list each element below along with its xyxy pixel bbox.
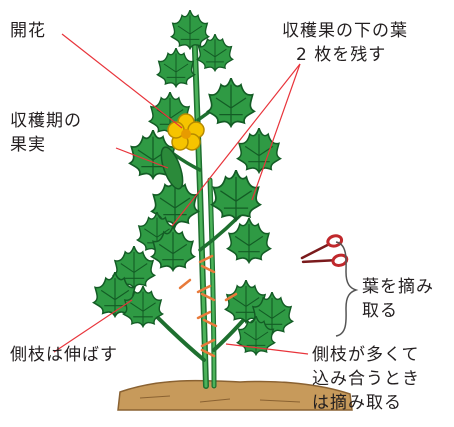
label-side-branch-grow: 側枝は伸ばす	[10, 345, 118, 365]
label-side-branch-crowded-1: 側枝が多くて	[312, 345, 420, 365]
fruit	[160, 146, 184, 190]
label-leaves-below-2: 2 枚を残す	[296, 45, 387, 65]
label-side-branch-crowded-2: 込み合うとき	[312, 369, 420, 389]
label-side-branch-crowded-3: は摘み取る	[312, 393, 402, 413]
scissors-icon	[300, 234, 349, 267]
label-pick-leaves-1: 葉を摘み	[362, 277, 434, 297]
leaves	[92, 10, 294, 356]
label-leaves-below-1: 収穫果の下の葉	[282, 21, 408, 41]
label-harvest-fruit-2: 果実	[10, 135, 46, 155]
label-pick-leaves-2: 取る	[362, 301, 398, 321]
leader-lines	[53, 33, 309, 355]
soil	[117, 379, 353, 411]
flower	[167, 113, 205, 151]
label-harvest-fruit-1: 収穫期の	[10, 111, 82, 131]
label-flowering: 開花	[10, 21, 46, 41]
brace	[335, 241, 359, 337]
cut-marks	[178, 254, 238, 358]
